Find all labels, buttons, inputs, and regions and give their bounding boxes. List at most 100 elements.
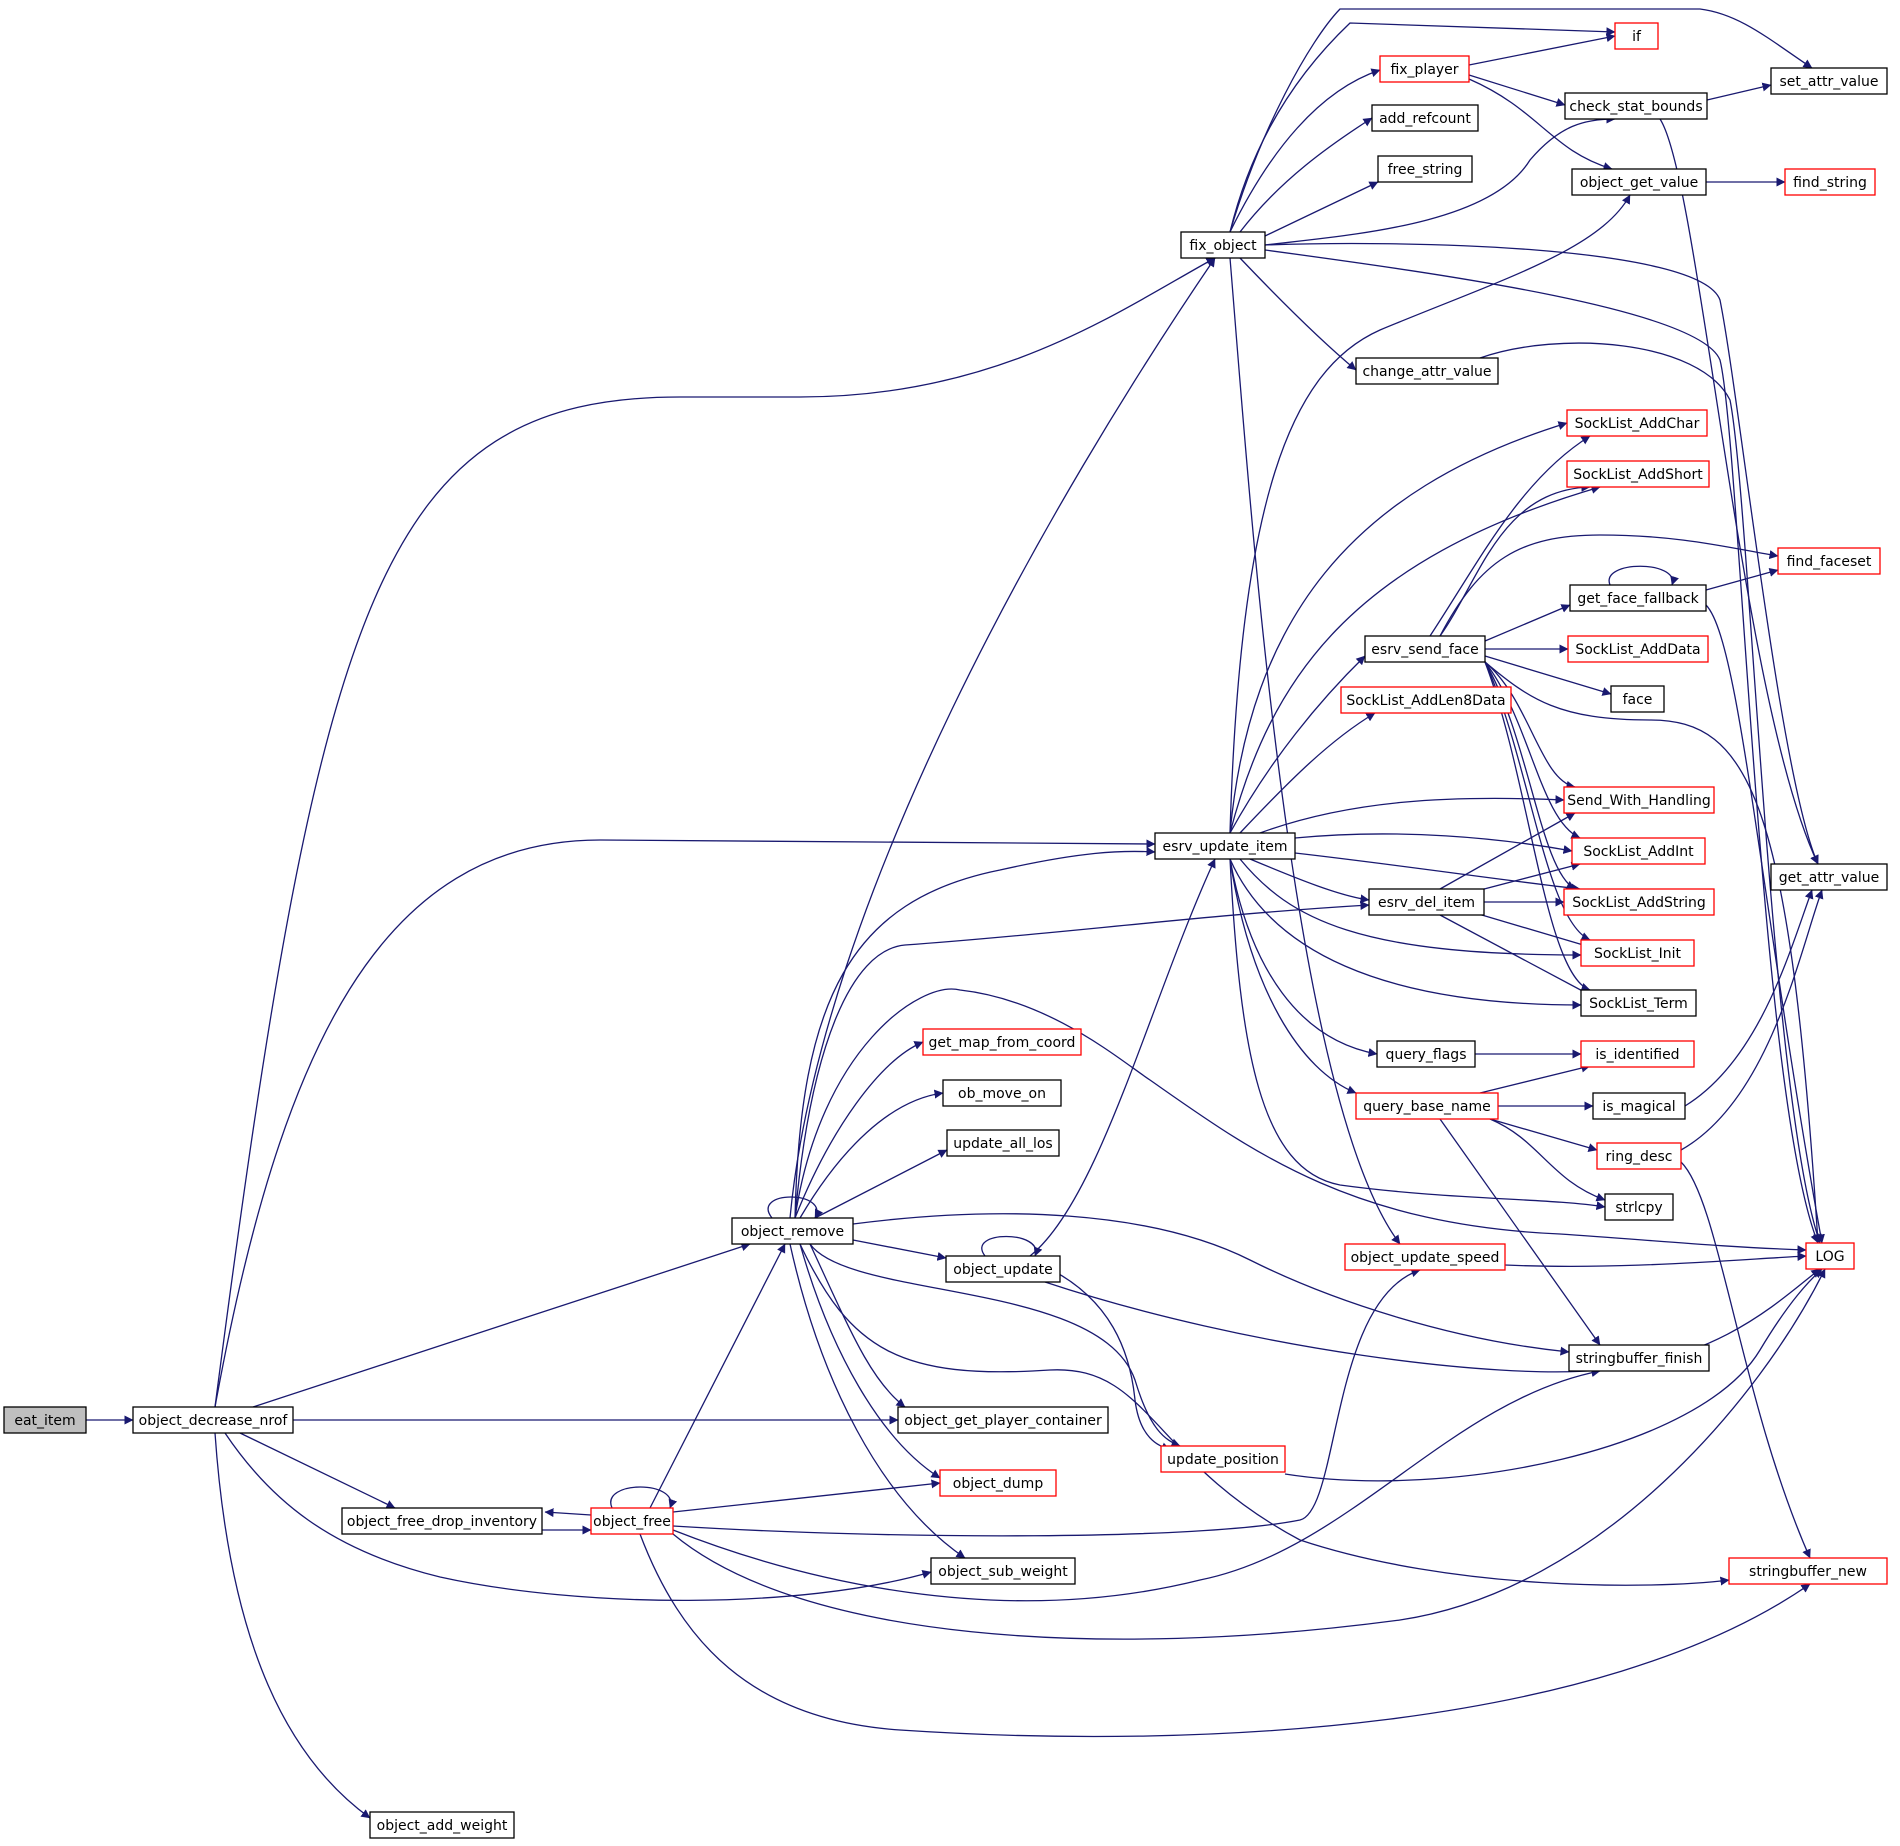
node-SockList_AddChar[interactable]: SockList_AddChar	[1566, 409, 1708, 437]
node-check_stat_bounds[interactable]: check_stat_bounds	[1564, 92, 1708, 120]
node-SockList_AddShort[interactable]: SockList_AddShort	[1566, 460, 1710, 488]
node-label: esrv_update_item	[1163, 839, 1288, 855]
node-ring_desc[interactable]: ring_desc	[1596, 1142, 1682, 1170]
edge-object_decrease_nrof-to-object_add_weight	[214, 1432, 371, 1819]
node-find_string[interactable]: find_string	[1784, 168, 1876, 196]
node-if[interactable]: if	[1614, 22, 1659, 50]
node-eat_item[interactable]: eat_item	[3, 1406, 87, 1434]
node-label: is_magical	[1602, 1099, 1675, 1115]
node-box	[1568, 1344, 1710, 1372]
edge-esrv_del_item-to-Send_With_Handling	[1439, 812, 1576, 890]
node-stringbuffer_new[interactable]: stringbuffer_new	[1728, 1557, 1888, 1585]
node-get_map_from_coord[interactable]: get_map_from_coord	[922, 1028, 1082, 1056]
node-box	[922, 1028, 1082, 1056]
edge-esrv_update_item-to-strlcpy	[1229, 858, 1606, 1211]
edge-fix_object-to-fix_player	[1229, 68, 1381, 233]
node-free_string[interactable]: free_string	[1377, 155, 1473, 183]
node-label: query_base_name	[1363, 1099, 1491, 1115]
node-box	[1371, 104, 1479, 132]
node-label: free_string	[1388, 162, 1463, 178]
node-label: face	[1623, 692, 1653, 708]
node-object_remove[interactable]: object_remove	[731, 1217, 854, 1245]
node-stringbuffer_finish[interactable]: stringbuffer_finish	[1568, 1344, 1710, 1372]
node-label: object_get_player_container	[904, 1413, 1102, 1429]
edge-object_remove-to-ob_move_on	[799, 1089, 944, 1219]
node-object_sub_weight[interactable]: object_sub_weight	[930, 1557, 1076, 1585]
node-face[interactable]: face	[1610, 685, 1665, 713]
node-object_dump[interactable]: object_dump	[939, 1469, 1057, 1497]
node-object_add_weight[interactable]: object_add_weight	[369, 1811, 515, 1839]
edge-update_position-to-LOG	[1284, 1268, 1823, 1482]
edge-object_free-to-object_free_drop_inventory	[544, 1508, 592, 1518]
node-object_free_drop_inventory[interactable]: object_free_drop_inventory	[341, 1507, 543, 1535]
node-label: object_update	[953, 1262, 1052, 1278]
edge-esrv_send_face-to-SockList_AddInt	[1484, 661, 1581, 839]
edge-esrv_send_face-to-SockList_AddChar	[1429, 435, 1591, 637]
node-label: SockList_AddShort	[1573, 467, 1703, 483]
node-box	[930, 1557, 1076, 1585]
node-add_refcount[interactable]: add_refcount	[1371, 104, 1479, 132]
edge-get_face_fallback-to-get_face_fallback	[1608, 565, 1679, 586]
node-box	[942, 1079, 1062, 1107]
node-get_attr_value[interactable]: get_attr_value	[1770, 863, 1888, 891]
edge-esrv_update_item-to-query_base_name	[1229, 858, 1357, 1094]
edge-ring_desc-to-stringbuffer_new	[1680, 1161, 1811, 1559]
edges-layer	[86, 8, 1826, 1819]
edge-object_decrease_nrof-to-esrv_update_item	[214, 839, 1156, 1408]
node-SockList_AddInt[interactable]: SockList_AddInt	[1571, 837, 1706, 865]
edge-object_update-to-object_update	[981, 1235, 1043, 1257]
node-label: object_remove	[741, 1224, 844, 1240]
node-object_update[interactable]: object_update	[945, 1255, 1061, 1283]
node-Send_With_Handling[interactable]: Send_With_Handling	[1563, 786, 1715, 814]
node-SockList_Init[interactable]: SockList_Init	[1580, 939, 1695, 967]
edge-esrv_del_item-to-SockList_Init	[1464, 909, 1591, 949]
node-fix_player[interactable]: fix_player	[1379, 55, 1470, 83]
edge-esrv_update_item-to-esrv_send_face	[1229, 655, 1366, 834]
node-object_update_speed[interactable]: object_update_speed	[1344, 1243, 1506, 1271]
node-SockList_Term[interactable]: SockList_Term	[1580, 989, 1697, 1017]
node-label: object_decrease_nrof	[139, 1413, 289, 1429]
node-box	[590, 1507, 674, 1535]
node-box	[1770, 67, 1888, 95]
node-esrv_update_item[interactable]: esrv_update_item	[1154, 832, 1296, 860]
node-object_decrease_nrof[interactable]: object_decrease_nrof	[132, 1406, 294, 1434]
node-query_flags[interactable]: query_flags	[1376, 1040, 1476, 1068]
node-update_all_los[interactable]: update_all_los	[946, 1129, 1060, 1157]
node-LOG[interactable]: LOG	[1805, 1242, 1855, 1270]
node-ob_move_on[interactable]: ob_move_on	[942, 1079, 1062, 1107]
node-strlcpy[interactable]: strlcpy	[1604, 1193, 1674, 1221]
edge-object_remove-to-update_position	[809, 1243, 1181, 1448]
edge-object_remove-to-object_update	[852, 1239, 947, 1261]
node-is_magical[interactable]: is_magical	[1592, 1092, 1686, 1120]
edge-esrv_send_face-to-face	[1484, 655, 1612, 696]
node-label: if	[1632, 29, 1642, 45]
node-label: add_refcount	[1379, 111, 1471, 127]
node-esrv_send_face[interactable]: esrv_send_face	[1364, 635, 1486, 663]
node-change_attr_value[interactable]: change_attr_value	[1355, 357, 1499, 385]
node-is_identified[interactable]: is_identified	[1580, 1040, 1695, 1068]
node-object_get_value[interactable]: object_get_value	[1571, 168, 1707, 196]
node-label: stringbuffer_new	[1749, 1564, 1867, 1580]
node-esrv_del_item[interactable]: esrv_del_item	[1368, 888, 1485, 916]
node-SockList_AddData[interactable]: SockList_AddData	[1567, 635, 1709, 663]
node-get_face_fallback[interactable]: get_face_fallback	[1569, 584, 1707, 612]
node-box	[1770, 863, 1888, 891]
node-SockList_AddString[interactable]: SockList_AddString	[1563, 888, 1715, 916]
edge-object_update-to-esrv_update_item	[1029, 858, 1216, 1257]
edge-object_remove-to-get_map_from_coord	[794, 1041, 924, 1219]
edge-object_remove-to-LOG	[794, 988, 1807, 1255]
node-query_base_name[interactable]: query_base_name	[1355, 1092, 1499, 1120]
node-set_attr_value[interactable]: set_attr_value	[1770, 67, 1888, 95]
node-box	[1563, 888, 1715, 916]
node-update_position[interactable]: update_position	[1160, 1445, 1286, 1473]
nodes-layer: eat_item object_decrease_nrof fix_objectes…	[3, 22, 1888, 1839]
edge-esrv_update_item-to-SockList_AddInt	[1294, 833, 1573, 854]
node-SockList_AddLen8Data[interactable]: SockList_AddLen8Data	[1340, 686, 1512, 714]
node-object_get_player_container[interactable]: object_get_player_container	[897, 1406, 1109, 1434]
node-box	[1614, 22, 1659, 50]
node-box	[1355, 1092, 1499, 1120]
edge-fix_object-to-free_string	[1264, 181, 1379, 237]
node-fix_object[interactable]: fix_object	[1180, 231, 1266, 259]
node-find_faceset[interactable]: find_faceset	[1777, 547, 1881, 575]
node-object_free[interactable]: object_free	[590, 1507, 674, 1535]
